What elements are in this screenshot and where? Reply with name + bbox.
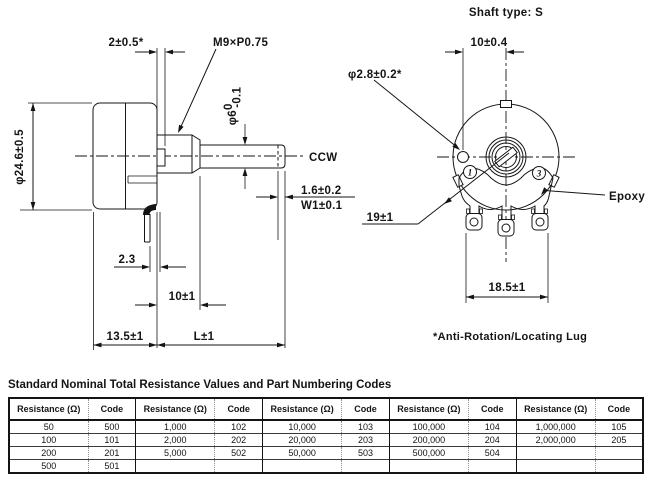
top-locating-tab [500, 100, 512, 108]
epoxy-label: Epoxy [609, 191, 645, 203]
code-cell: 205 [595, 433, 643, 447]
code-cell [468, 459, 517, 473]
col-header-resistance: Resistance (Ω) [388, 397, 469, 421]
shaft [199, 144, 286, 169]
col-header-code: Code [341, 397, 390, 421]
ccw-label: CCW [309, 152, 337, 164]
shaft-end [495, 146, 517, 168]
resistance-cell: 500 [9, 459, 89, 473]
table-header-row: Resistance (Ω) Code Resistance (Ω) Code … [9, 397, 643, 421]
terminal-bracket-bend [143, 204, 156, 215]
dim-bushing-length: 10±1 [169, 291, 196, 303]
resistance-cell [135, 459, 216, 473]
code-cell: 201 [88, 446, 136, 460]
dim-lug-hole-dia: φ2.8±0.2* [348, 69, 402, 81]
dim-slot-width: W1±0.1 [301, 200, 343, 212]
code-cell: 204 [468, 433, 517, 447]
code-cell: 101 [88, 433, 136, 447]
code-cell [595, 446, 643, 460]
resistance-cell: 50 [9, 419, 89, 434]
resistance-cell: 1,000,000 [515, 419, 596, 434]
footnote: *Anti-Rotation/Locating Lug [433, 331, 587, 343]
code-cell [595, 459, 643, 473]
terminal-3-marker [532, 166, 546, 180]
resistance-cell: 200 [9, 446, 89, 460]
epoxy-seal-region [458, 167, 554, 221]
resistance-cell: 100 [9, 433, 89, 447]
terminal-3-number: 3 [536, 169, 542, 179]
col-header-code: Code [595, 397, 643, 421]
col-header-resistance: Resistance (Ω) [9, 397, 89, 421]
code-cell: 102 [214, 419, 263, 434]
right-crimp-tab [548, 174, 560, 188]
code-cell: 203 [341, 433, 390, 447]
terminal-1-number: 1 [468, 168, 473, 178]
locating-lug-hole [457, 151, 469, 163]
left-crimp-tab [452, 174, 464, 188]
table-row: 100 101 2,000 202 20,000 203 200,000 204… [9, 433, 643, 447]
resistance-cell: 100,000 [388, 419, 469, 434]
col-header-resistance: Resistance (Ω) [135, 397, 216, 421]
dim-lug-to-center: 10±0.4 [471, 37, 508, 49]
resistance-cell: 2,000,000 [515, 433, 596, 447]
front-view: Shaft type: S [348, 7, 645, 343]
resistance-cell [515, 446, 596, 460]
dim-lug-protrusion: 2±0.5* [109, 37, 144, 49]
dim-slot-depth: 1.6±0.2 [301, 185, 341, 197]
table-title: Standard Nominal Total Resistance Values… [8, 379, 392, 391]
col-header-resistance: Resistance (Ω) [515, 397, 596, 421]
resistance-cell: 50,000 [262, 446, 343, 460]
code-cell: 503 [341, 446, 390, 460]
resistance-cell: 500,000 [388, 446, 469, 460]
resistance-cell [388, 459, 469, 473]
resistance-cell: 200,000 [388, 433, 469, 447]
dim-shaft-diameter: φ60-0.1 [223, 86, 244, 125]
dim-body-diameter: φ24.6±0.5 [14, 129, 26, 185]
resistance-cell [262, 459, 343, 473]
col-header-resistance: Resistance (Ω) [262, 397, 343, 421]
shaft-type-heading: Shaft type: S [469, 7, 543, 19]
dim-shaft-length: L±1 [194, 331, 215, 343]
code-cell: 501 [88, 459, 136, 473]
resistance-cell: 10,000 [262, 419, 343, 434]
resistance-cell: 5,000 [135, 446, 216, 460]
dim-terminal-span: 18.5±1 [489, 282, 526, 294]
col-header-code: Code [88, 397, 136, 421]
code-cell: 105 [595, 419, 643, 434]
dim-body-depth: 13.5±1 [107, 331, 144, 343]
col-header-code: Code [468, 397, 517, 421]
anti-rotation-lug [156, 148, 166, 167]
technical-drawing: 2±0.5* M9×P0.75 φ60-0.1 φ24.6±0.5 CCW 1.… [14, 7, 645, 350]
code-cell: 502 [214, 446, 263, 460]
code-cell [341, 459, 390, 473]
side-view: 2±0.5* M9×P0.75 φ60-0.1 φ24.6±0.5 CCW 1.… [14, 37, 355, 350]
table-row: 50 500 1,000 102 10,000 103 100,000 104 … [9, 419, 643, 434]
code-cell [214, 459, 263, 473]
dim-terminal-offset: 2.3 [119, 254, 136, 266]
thread-spec: M9×P0.75 [213, 37, 268, 49]
terminal-1-marker [463, 165, 477, 179]
code-cell: 104 [468, 419, 517, 434]
resistance-cell: 20,000 [262, 433, 343, 447]
code-cell: 202 [214, 433, 263, 447]
resistance-cell: 1,000 [135, 419, 216, 434]
code-cell: 103 [341, 419, 390, 434]
table-row: 500 501 [9, 459, 643, 473]
col-header-code: Code [214, 397, 263, 421]
resistance-code-table: Resistance (Ω) Code Resistance (Ω) Code … [8, 397, 644, 474]
table-row: 200 201 5,000 502 50,000 503 500,000 504 [9, 446, 643, 460]
code-cell: 500 [88, 419, 136, 434]
dim-seal-dia: 19±1 [367, 212, 394, 224]
resistance-cell: 2,000 [135, 433, 216, 447]
screwdriver-slot [494, 146, 518, 168]
code-cell: 504 [468, 446, 517, 460]
resistance-cell [515, 459, 596, 473]
